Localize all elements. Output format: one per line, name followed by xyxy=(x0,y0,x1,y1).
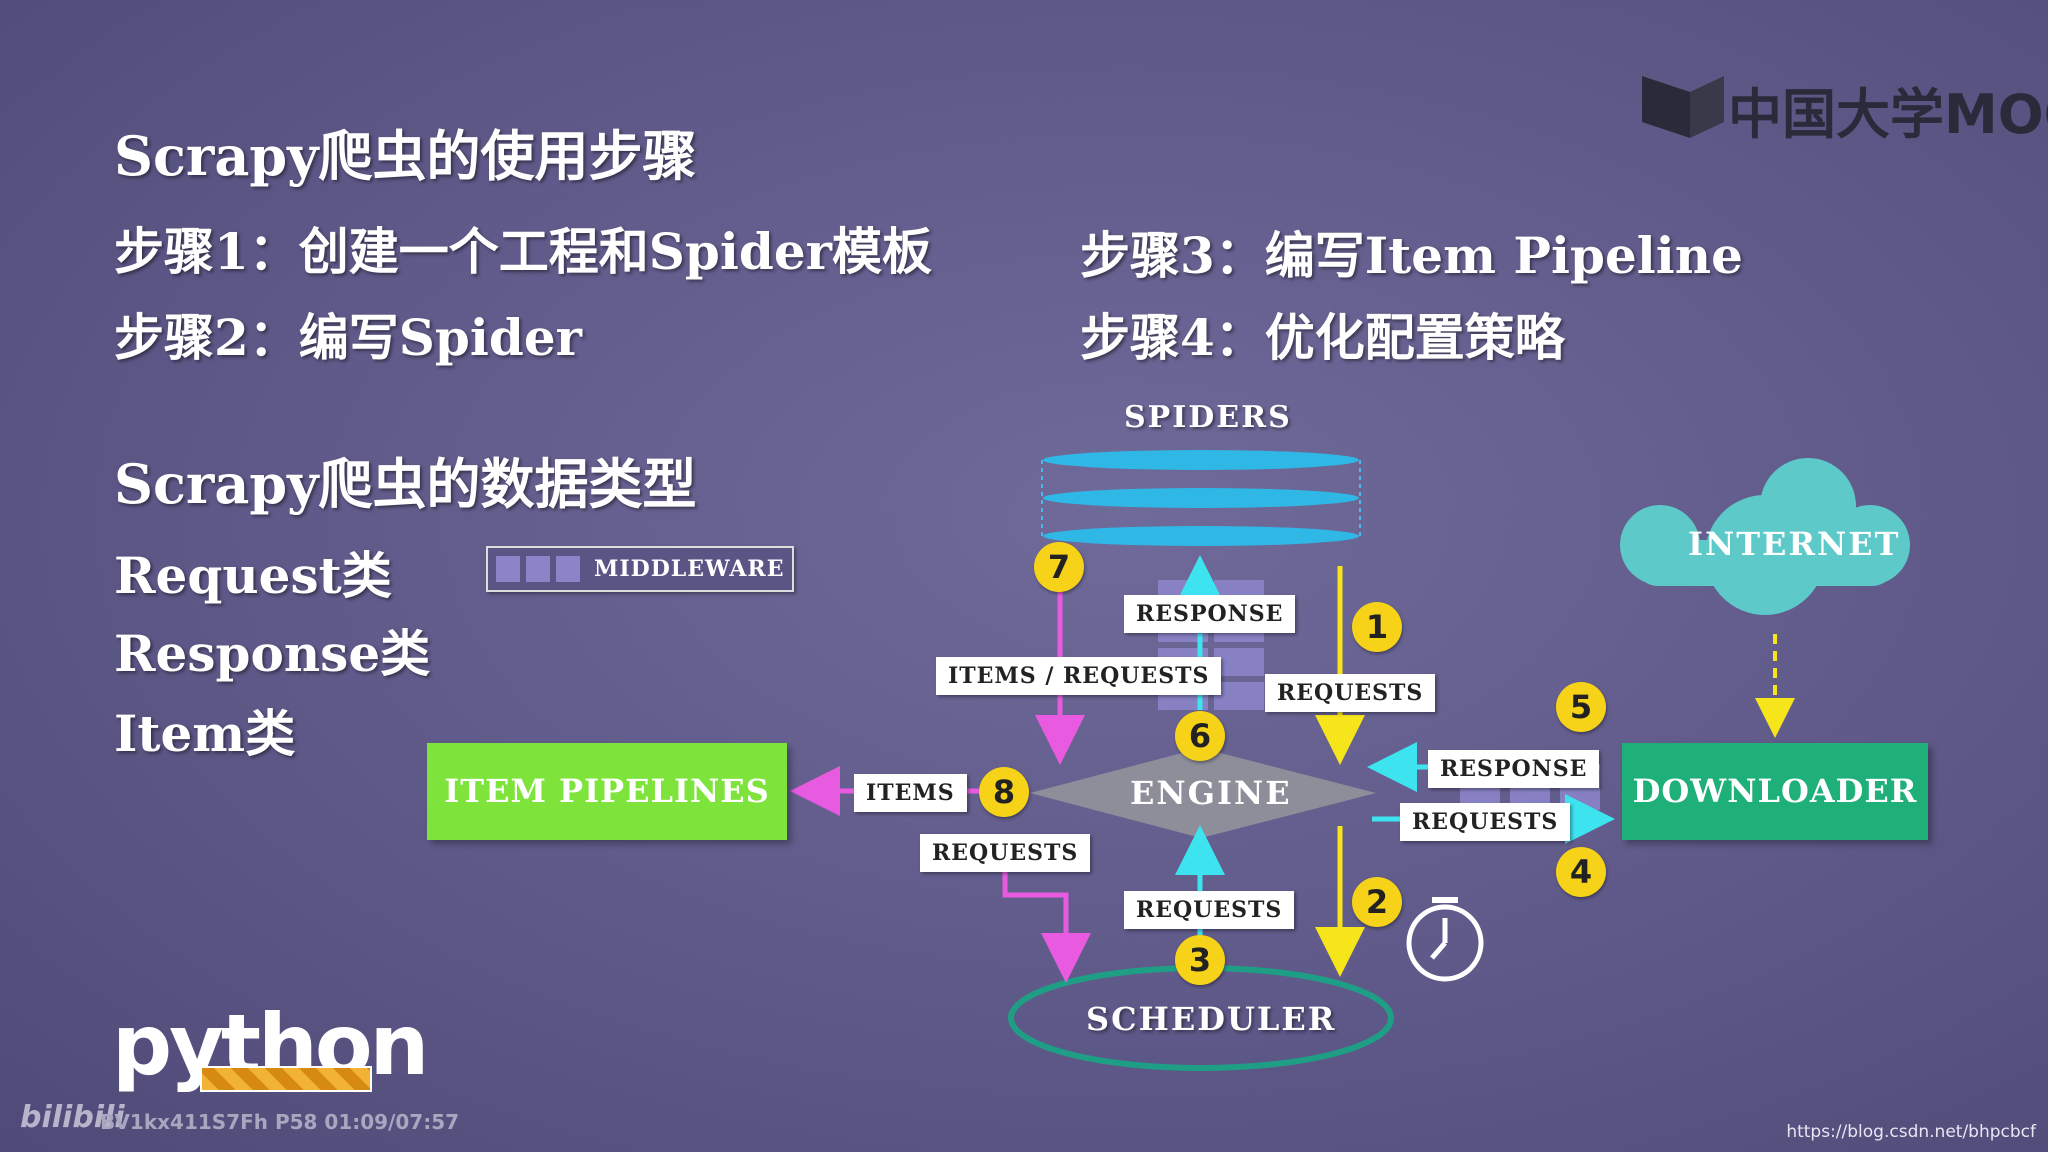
engine-diamond xyxy=(1030,748,1376,838)
mooc-logo-text: 中国大学MOOC xyxy=(1728,83,2048,146)
bilibili-logo: bilibili xyxy=(20,1100,125,1135)
label-requests-3: REQUESTS xyxy=(1124,891,1295,929)
label-items-requests: ITEMS / REQUESTS xyxy=(936,657,1222,695)
steps-title: Scrapy爬虫的使用步骤 xyxy=(114,124,697,188)
types-title: Scrapy爬虫的数据类型 xyxy=(114,452,697,516)
item-pipelines-block: ITEM PIPELINES xyxy=(427,743,787,840)
middleware-legend: MIDDLEWARE xyxy=(486,546,794,592)
middleware-swatch-icon xyxy=(496,556,520,582)
label-items: ITEMS xyxy=(854,774,967,812)
label-requests-4: REQUESTS xyxy=(1400,803,1571,841)
step-4: 步骤4：优化配置策略 xyxy=(1080,308,1565,367)
step-number-4: 4 xyxy=(1556,847,1606,897)
step-number-7: 7 xyxy=(1034,542,1084,592)
internet-cloud-icon xyxy=(1620,458,1910,615)
middleware-swatch-icon xyxy=(556,556,580,582)
label-response-top: RESPONSE xyxy=(1124,595,1296,633)
middleware-swatch-icon xyxy=(526,556,550,582)
spiders-label: SPIDERS xyxy=(1124,400,1292,435)
label-requests-left: REQUESTS xyxy=(920,834,1091,872)
type-item: Item类 xyxy=(114,704,296,763)
video-info: BV1kx411S7Fh P58 01:09/07:57 xyxy=(100,1110,460,1134)
label-requests-1: REQUESTS xyxy=(1265,674,1436,712)
middleware-label: MIDDLEWARE xyxy=(594,556,785,582)
downloader-block: DOWNLOADER xyxy=(1622,743,1928,840)
step-number-6: 6 xyxy=(1175,711,1225,761)
timer-icon xyxy=(1406,897,1484,982)
scheduler-label: SCHEDULER xyxy=(1086,1000,1337,1038)
spiders-database-icon xyxy=(1041,450,1361,546)
step-number-3: 3 xyxy=(1175,935,1225,985)
type-response: Response类 xyxy=(114,624,431,683)
python-logo-bar-icon xyxy=(200,1066,372,1092)
watermark-url: https://blog.csdn.net/bhpcbcf xyxy=(1786,1122,2036,1142)
internet-label: INTERNET xyxy=(1688,525,1901,563)
step-number-5: 5 xyxy=(1556,682,1606,732)
mooc-logo-icon xyxy=(1642,76,1724,138)
step-number-2: 2 xyxy=(1352,877,1402,927)
step-number-1: 1 xyxy=(1352,602,1402,652)
step-1: 步骤1：创建一个工程和Spider模板 xyxy=(114,222,932,281)
engine-label: ENGINE xyxy=(1130,774,1292,812)
step-3: 步骤3：编写Item Pipeline xyxy=(1080,226,1743,285)
type-request: Request类 xyxy=(114,546,392,605)
python-logo: python xyxy=(112,996,429,1094)
step-number-8: 8 xyxy=(979,767,1029,817)
label-response-5: RESPONSE xyxy=(1428,750,1600,788)
step-2: 步骤2：编写Spider xyxy=(114,308,582,367)
